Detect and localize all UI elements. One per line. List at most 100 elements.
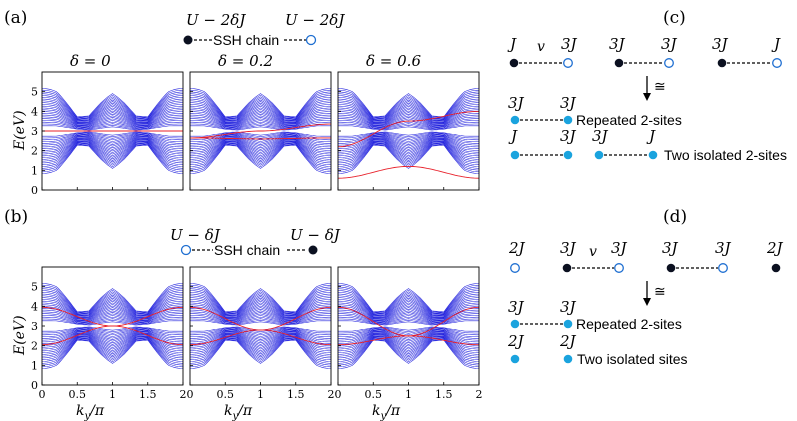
bulk-band-upper-3 — [338, 120, 479, 129]
bulk-band-lower-15 — [190, 141, 331, 164]
c-r1-p1-right: 3J — [561, 35, 578, 53]
d-rep-caption: Repeated 2-sites — [576, 316, 682, 332]
bulk-band-lower-17 — [338, 142, 479, 167]
bulk-band-upper-14 — [190, 100, 331, 122]
bulk-band-lower-13 — [190, 140, 331, 160]
bulk-band-upper-17 — [338, 290, 479, 315]
bulk-band-lower-10 — [190, 333, 331, 350]
d-rep-site-1 — [510, 319, 520, 329]
bulk-band-upper-3 — [42, 120, 183, 129]
c-r1-p2-left: 3J — [609, 35, 626, 53]
bulk-band-upper-19 — [42, 286, 183, 314]
xtick-label: 1 — [109, 388, 116, 401]
bands — [338, 88, 479, 179]
bulk-band-upper-7 — [190, 308, 331, 321]
bulk-band-lower-1 — [338, 132, 479, 139]
panel-label-a: (a) — [4, 8, 27, 28]
bulk-band-lower-11 — [190, 139, 331, 157]
bulk-band-upper-4 — [190, 313, 331, 323]
c-rep-right: 3J — [560, 94, 577, 112]
bulk-band-lower-3 — [190, 328, 331, 337]
bulk-band-upper-6 — [42, 309, 183, 322]
bulk-band-lower-4 — [190, 134, 331, 144]
bulk-band-lower-2 — [190, 327, 331, 336]
bulk-band-lower-21 — [42, 339, 183, 369]
d-rep-right: 3J — [560, 298, 577, 316]
bulk-band-upper-6 — [338, 114, 479, 127]
bulk-band-upper-13 — [190, 102, 331, 122]
bulk-band-upper-19 — [42, 91, 183, 119]
bulk-band-upper-12 — [338, 104, 479, 123]
bulk-band-upper-14 — [42, 295, 183, 317]
bulk-band-upper-2 — [190, 121, 331, 130]
bulk-band-upper-12 — [338, 299, 479, 318]
bulk-band-lower-6 — [42, 330, 183, 343]
c-iso-1-left: J — [508, 127, 518, 145]
c-r1-p3-left: 3J — [712, 35, 729, 53]
bands — [190, 88, 331, 174]
xlabel-2: ky/π — [224, 403, 253, 421]
bulk-band-lower-1 — [338, 327, 479, 334]
c-r1-p1-mid: v — [537, 39, 545, 55]
ytick-label: 5 — [31, 86, 38, 99]
legend-b-open-site — [180, 244, 192, 256]
bulk-band-lower-5 — [190, 330, 331, 341]
band-plot-3 — [337, 71, 480, 191]
bulk-band-upper-3 — [190, 315, 331, 324]
bulk-band-lower-17 — [42, 142, 183, 167]
bulk-band-lower-9 — [338, 332, 479, 348]
bulk-band-lower-20 — [190, 144, 331, 173]
bulk-band-upper-11 — [190, 105, 331, 123]
bulk-band-upper-1 — [190, 318, 331, 325]
bulk-band-upper-2 — [338, 316, 479, 325]
bulk-band-upper-13 — [338, 102, 479, 122]
bulk-band-upper-4 — [338, 118, 479, 128]
bulk-band-lower-13 — [190, 335, 331, 355]
bulk-band-upper-6 — [190, 309, 331, 322]
schematic-d: 2J 3J v 3J 3J 3J 2J ≅ 3J 3J Repeated 2-s… — [507, 239, 784, 367]
bulk-band-upper-17 — [338, 95, 479, 120]
bulk-band-upper-1 — [42, 123, 183, 130]
bulk-band-upper-14 — [338, 100, 479, 122]
bulk-band-upper-20 — [190, 89, 331, 118]
bulk-band-upper-7 — [338, 308, 479, 321]
plot-frame — [337, 71, 480, 191]
bulk-band-upper-21 — [42, 88, 183, 118]
c-iso-2-left: 3J — [592, 127, 609, 145]
xtick-label: 1 — [257, 388, 264, 401]
bulk-band-lower-3 — [338, 133, 479, 142]
bands — [338, 283, 479, 369]
bulk-band-upper-0 — [338, 125, 479, 131]
bulk-band-upper-10 — [42, 107, 183, 124]
bulk-band-lower-17 — [42, 337, 183, 362]
xtick-label: 1.5 — [435, 388, 453, 401]
bulk-band-lower-8 — [42, 332, 183, 346]
ytick-label: 2 — [31, 340, 38, 353]
bulk-band-lower-7 — [190, 136, 331, 149]
bulk-band-upper-13 — [42, 102, 183, 122]
subplot-title-1: δ = 0 — [70, 52, 111, 70]
bulk-band-upper-4 — [42, 118, 183, 128]
bulk-band-upper-13 — [338, 297, 479, 317]
d-arrow-head — [643, 298, 651, 306]
bulk-band-upper-0 — [190, 125, 331, 131]
d-iso-site-1 — [510, 354, 520, 364]
bulk-band-lower-19 — [42, 143, 183, 171]
bulk-band-upper-1 — [42, 318, 183, 325]
bulk-band-upper-13 — [190, 297, 331, 317]
bulk-band-upper-9 — [42, 109, 183, 125]
c-iso-1-right: 3J — [560, 127, 577, 145]
bulk-band-lower-2 — [42, 327, 183, 336]
ytick-label: 0 — [31, 379, 38, 392]
bulk-band-upper-7 — [42, 113, 183, 126]
bulk-band-upper-5 — [190, 116, 331, 127]
bulk-band-upper-15 — [190, 98, 331, 121]
plot-frame — [337, 266, 480, 386]
bulk-band-lower-17 — [190, 142, 331, 167]
ytick-label: 3 — [31, 320, 38, 333]
bulk-band-lower-0 — [190, 131, 331, 137]
c-r1-p1-filled-site — [509, 58, 519, 68]
d-rep-site-2 — [563, 319, 573, 329]
d-s1-open-site — [510, 263, 520, 273]
bulk-band-upper-21 — [338, 283, 479, 313]
